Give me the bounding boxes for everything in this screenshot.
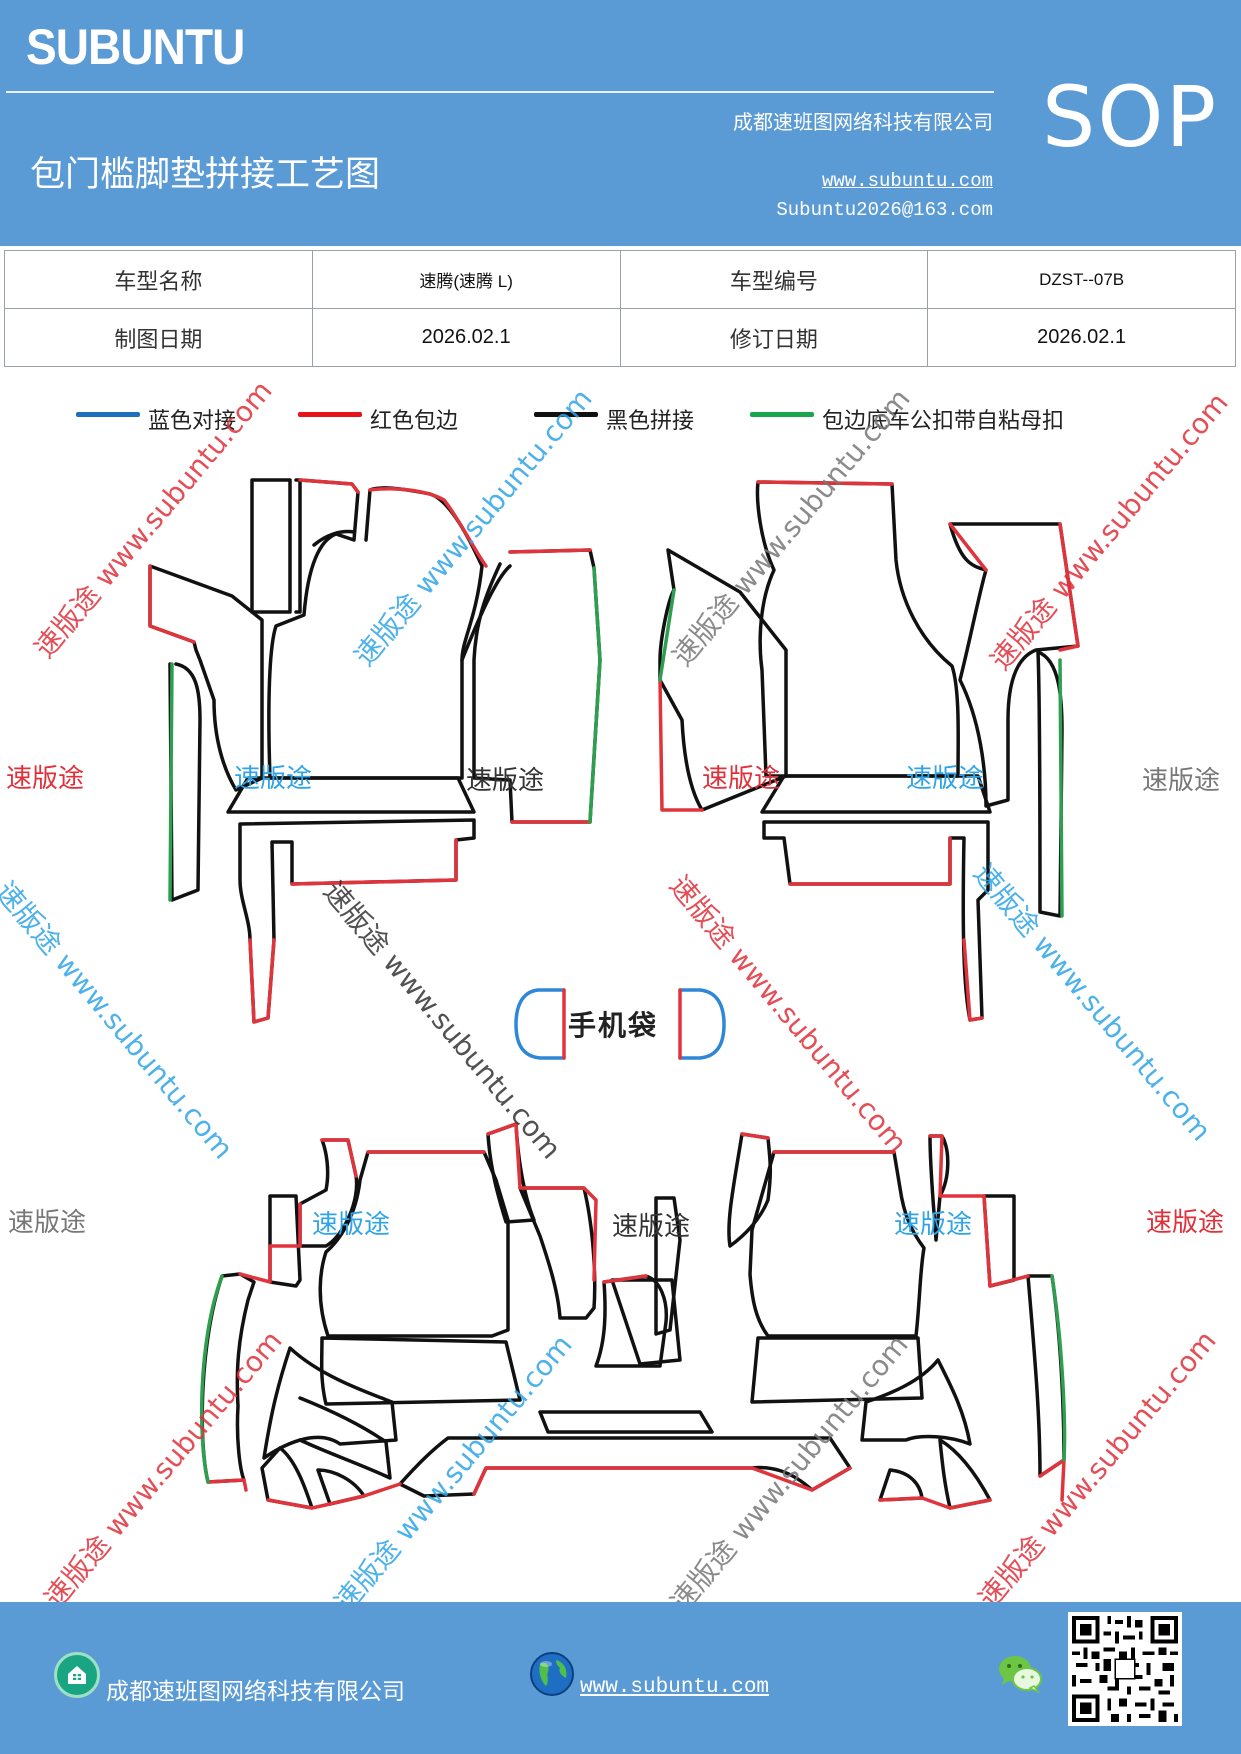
legend-label: 包边底车公扣带自粘母扣 xyxy=(822,409,1065,434)
brand-logo: SUBUNTU xyxy=(26,19,245,75)
footer-company: 成都速班图网络科技有限公司 xyxy=(106,1679,405,1705)
watermark-word: 速版途 xyxy=(1146,1208,1225,1238)
draw-date-label: 制图日期 xyxy=(4,308,313,367)
phone-pocket-label: 手机袋 xyxy=(568,1009,659,1042)
rear-mat xyxy=(200,1122,1066,1510)
globe-icon xyxy=(530,1652,574,1696)
model-name-label: 车型名称 xyxy=(4,250,313,309)
legend-green: 包边底车公扣带自粘母扣 xyxy=(750,404,1064,434)
watermark-word: 速版途 xyxy=(312,1210,391,1240)
legend-swatch-black xyxy=(534,411,598,417)
revise-date-value: 2026.02.1 xyxy=(927,308,1236,367)
home-icon xyxy=(54,1652,100,1698)
header-website-link[interactable]: www.subuntu.com xyxy=(821,170,993,192)
watermark-word: 速版途 xyxy=(8,1208,87,1238)
legend-label: 红色包边 xyxy=(370,409,459,434)
header-company: 成都速班图网络科技有限公司 xyxy=(733,110,993,134)
draw-date-value: 2026.02.1 xyxy=(311,308,621,367)
legend-label: 蓝色对接 xyxy=(148,409,237,434)
watermark-word: 速版途 xyxy=(1142,766,1221,796)
legend-swatch-green xyxy=(750,411,814,417)
legend-red: 红色包边 xyxy=(298,404,458,434)
model-code-label: 车型编号 xyxy=(619,250,929,309)
legend-swatch-blue xyxy=(76,411,140,417)
watermark-word: 速版途 xyxy=(6,764,85,794)
revise-date-label: 修订日期 xyxy=(619,308,929,367)
phone-pocket xyxy=(514,988,726,1060)
watermark-word: 速版途 xyxy=(906,764,985,794)
header-divider xyxy=(6,91,994,93)
watermark-word: 速版途 xyxy=(612,1212,691,1242)
header-banner: SUBUNTU 成都速班图网络科技有限公司 包门槛脚垫拼接工艺图 www.sub… xyxy=(0,0,1241,246)
legend-swatch-red xyxy=(298,411,362,417)
floor-mat-diagram xyxy=(148,478,1080,1510)
wechat-icon xyxy=(999,1656,1042,1694)
sop-label: SOP xyxy=(1042,68,1219,166)
legend-black: 黑色拼接 xyxy=(534,404,694,434)
footer-website-link[interactable]: www.subuntu.com xyxy=(580,1676,770,1699)
model-name-value: 速腾(速腾 L) xyxy=(311,250,621,309)
watermark-word: 速版途 xyxy=(234,764,313,794)
table-row: 制图日期 2026.02.1 修订日期 2026.02.1 xyxy=(4,308,1236,367)
legend-blue: 蓝色对接 xyxy=(76,404,236,434)
legend-label: 黑色拼接 xyxy=(606,409,695,434)
qr-code[interactable] xyxy=(1068,1612,1182,1726)
model-code-value: DZST--07B xyxy=(927,250,1236,309)
watermark-word: 速版途 xyxy=(702,764,781,794)
header-email[interactable]: Subuntu2026@163.com xyxy=(776,199,993,221)
watermark-word: 速版途 xyxy=(466,766,545,796)
page-title: 包门槛脚垫拼接工艺图 xyxy=(30,155,381,195)
watermark-word: 速版途 xyxy=(894,1210,973,1240)
table-row: 车型名称 速腾(速腾 L) 车型编号 DZST--07B xyxy=(4,250,1236,309)
info-table: 车型名称 速腾(速腾 L) 车型编号 DZST--07B 制图日期 2026.0… xyxy=(4,250,1236,367)
